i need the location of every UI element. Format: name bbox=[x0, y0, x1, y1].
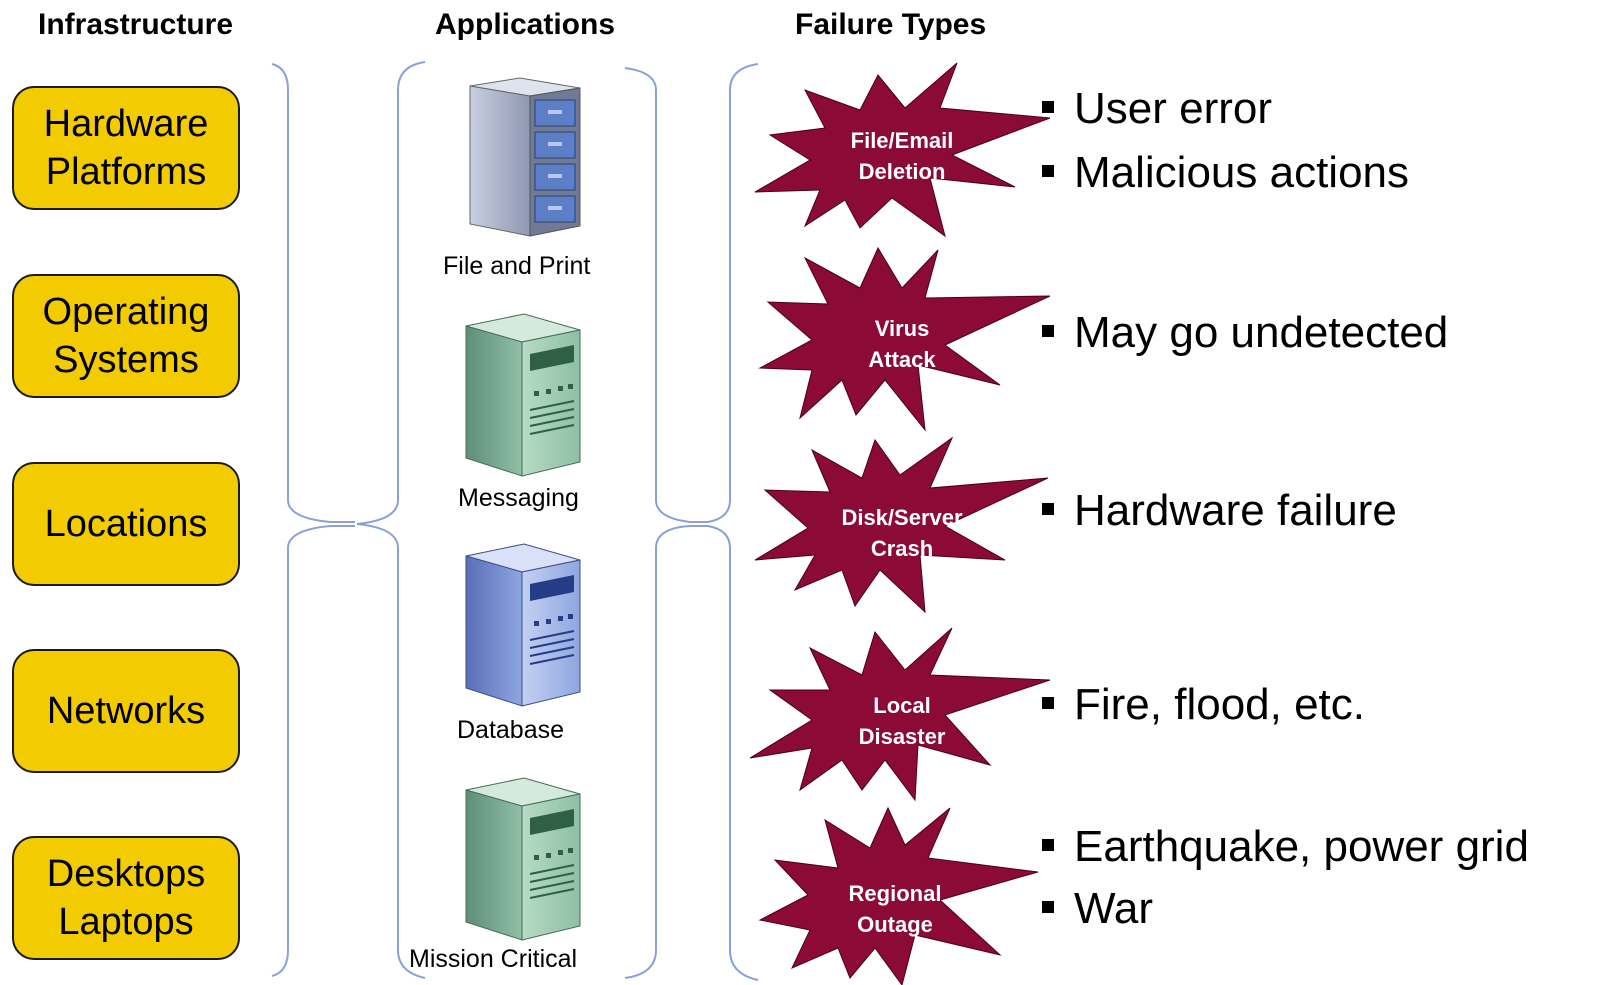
infrastructure-box-operating-systems: Operating Systems bbox=[12, 274, 240, 398]
bullet-square-icon bbox=[1042, 503, 1054, 516]
bullet-war: War bbox=[1042, 884, 1153, 934]
burst-virus-attack bbox=[758, 246, 1051, 432]
box-line-2: Systems bbox=[53, 339, 199, 381]
failure-line-2: Outage bbox=[857, 912, 933, 937]
messaging-server-icon bbox=[465, 313, 581, 477]
failure-line-2: Deletion bbox=[858, 159, 946, 184]
failure-line-1: Regional bbox=[848, 881, 942, 906]
bullet-text: May go undetected bbox=[1074, 308, 1449, 357]
app-label-mission-critical: Mission Critical bbox=[409, 945, 578, 973]
failure-label-file-email-deletion: File/Email Deletion bbox=[851, 125, 954, 187]
bullet-user-error: User error bbox=[1042, 84, 1272, 134]
failure-label-local-disaster: Local Disaster bbox=[859, 690, 946, 752]
file-cabinet-icon bbox=[469, 77, 581, 237]
infrastructure-brace-bottom bbox=[271, 525, 355, 977]
bullet-fire-flood: Fire, flood, etc. bbox=[1042, 680, 1365, 730]
burst-local-disaster bbox=[749, 627, 1051, 802]
bullet-earthquake-power-grid: Earthquake, power grid bbox=[1042, 822, 1529, 872]
bullet-malicious-actions: Malicious actions bbox=[1042, 148, 1409, 198]
bullet-square-icon bbox=[1042, 901, 1054, 914]
failure-types-header: Failure Types bbox=[795, 8, 987, 41]
infrastructure-box-desktops-laptops: Desktops Laptops bbox=[12, 836, 240, 960]
burst-file-email-deletion bbox=[754, 62, 1051, 238]
box-line-2: Platforms bbox=[45, 151, 207, 193]
burst-regional-outage bbox=[758, 806, 1039, 985]
box-line-1: Desktops bbox=[46, 853, 206, 895]
bullet-text: User error bbox=[1074, 84, 1273, 133]
box-line-1: Networks bbox=[46, 690, 206, 732]
box-line-1: Operating bbox=[42, 291, 210, 333]
bullet-may-go-undetected: May go undetected bbox=[1042, 308, 1448, 358]
bullet-text: Hardware failure bbox=[1074, 486, 1397, 535]
app-label-database: Database bbox=[457, 716, 565, 744]
bullet-square-icon bbox=[1042, 101, 1054, 114]
infrastructure-box-hardware-platforms: Hardware Platforms bbox=[12, 86, 240, 210]
failure-line-2: Attack bbox=[868, 347, 936, 372]
infrastructure-header: Infrastructure bbox=[38, 8, 234, 41]
bullet-text: War bbox=[1074, 884, 1154, 933]
bullet-square-icon bbox=[1042, 165, 1054, 178]
database-server-icon bbox=[465, 543, 581, 707]
infrastructure-box-networks: Networks bbox=[12, 649, 240, 773]
infrastructure-brace-top bbox=[271, 63, 355, 523]
infrastructure-box-locations: Locations bbox=[12, 462, 240, 586]
failure-line-1: Local bbox=[873, 693, 931, 718]
app-label-messaging: Messaging bbox=[458, 484, 579, 512]
failure-line-2: Disaster bbox=[858, 724, 946, 749]
bullet-text: Malicious actions bbox=[1074, 148, 1410, 197]
failure-label-virus-attack: Virus Attack bbox=[868, 313, 935, 375]
failure-label-disk-server-crash: Disk/Server Crash bbox=[841, 502, 962, 564]
applications-brace-right-bottom bbox=[624, 525, 759, 981]
box-line-1: Hardware bbox=[43, 103, 209, 145]
bullet-hardware-failure: Hardware failure bbox=[1042, 486, 1397, 536]
bullet-text: Earthquake, power grid bbox=[1074, 822, 1529, 871]
failure-line-2: Crash bbox=[870, 536, 934, 561]
bullet-square-icon bbox=[1042, 325, 1054, 338]
applications-header: Applications bbox=[435, 8, 616, 41]
bullet-square-icon bbox=[1042, 839, 1054, 852]
box-line-2: Laptops bbox=[58, 901, 194, 943]
failure-line-1: Disk/Server bbox=[841, 505, 963, 530]
failure-line-1: Virus bbox=[874, 316, 930, 341]
failure-label-regional-outage: Regional Outage bbox=[849, 878, 942, 940]
app-label-file-and-print: File and Print bbox=[443, 252, 591, 280]
bullet-square-icon bbox=[1042, 697, 1054, 710]
applications-brace-left bbox=[356, 61, 426, 979]
bullet-text: Fire, flood, etc. bbox=[1074, 680, 1366, 729]
mission-critical-server-icon bbox=[465, 777, 581, 941]
applications-brace-right bbox=[624, 63, 759, 523]
failure-line-1: File/Email bbox=[850, 128, 954, 153]
burst-disk-server-crash bbox=[754, 436, 1049, 614]
box-line-1: Locations bbox=[44, 503, 208, 545]
